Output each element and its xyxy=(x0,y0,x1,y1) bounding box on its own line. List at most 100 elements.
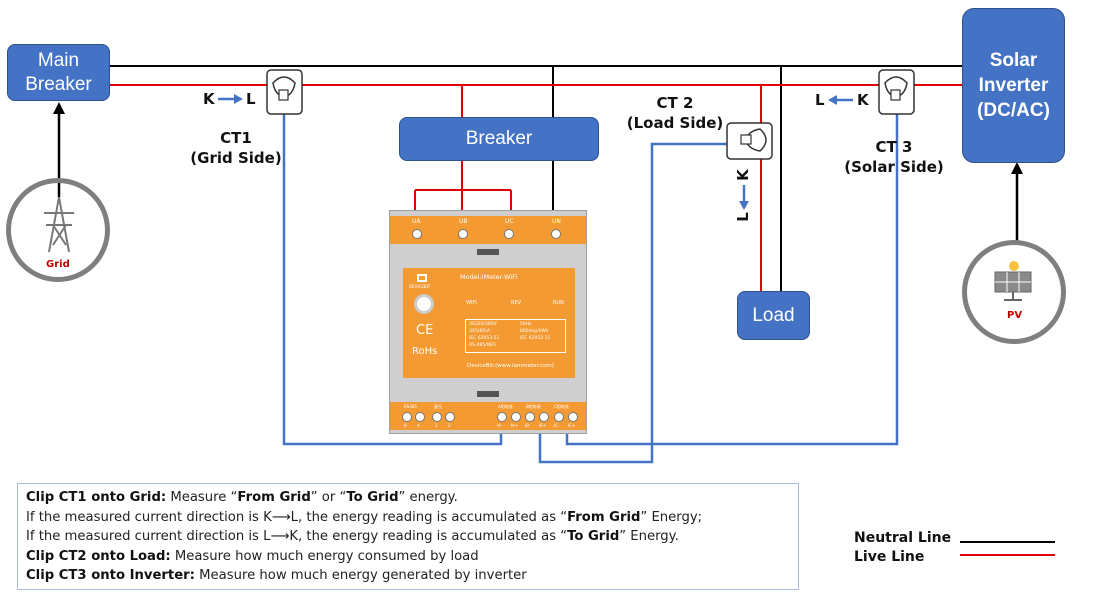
ct3-l-label: L xyxy=(815,91,825,109)
terminal-b xyxy=(402,412,412,422)
spec-iec-2: IEC 62052-11 xyxy=(520,336,551,341)
main-breaker-label-line2: Breaker xyxy=(25,73,92,95)
energy-meter: UA UB UC UN DEVICEBIT Model:iMeter-WiFi … xyxy=(389,210,587,434)
ct3-subtitle: (Solar Side) xyxy=(844,158,944,176)
note-line-2: If the measured current direction is K⟶L… xyxy=(26,508,790,528)
terminal-ua xyxy=(412,229,422,239)
main-breaker-box: Main Breaker xyxy=(7,44,110,101)
ct3-title: CT 3 xyxy=(875,138,913,156)
ce-mark: CE xyxy=(416,323,434,338)
note-line-2-c: ” Energy; xyxy=(640,509,703,525)
note-line-4-a: Measure how much energy consumed by load xyxy=(170,548,479,564)
note-line-1-d: ” energy. xyxy=(398,490,458,505)
legend-neutral-label: Neutral Line xyxy=(854,530,952,546)
brand-logo-icon xyxy=(417,274,427,282)
ct3-label: CT 3 (Solar Side) xyxy=(843,137,945,177)
note-line-3-c: ” Energy. xyxy=(619,529,679,545)
main-breaker-label-line1: Main xyxy=(37,49,80,71)
terminal-label-2: 2 xyxy=(448,423,451,428)
spec-voltage: 3X220/380V xyxy=(469,322,497,327)
meter-model: Model:iMeter-WiFi xyxy=(460,273,518,281)
instructions-box: Clip CT1 onto Grid: Measure “From Grid” … xyxy=(17,483,799,590)
terminal-ub xyxy=(458,229,468,239)
load-box: Load xyxy=(737,291,810,340)
ct1-k-label: K xyxy=(203,90,215,108)
pv-label: PV xyxy=(1007,310,1023,321)
group-label-c: C相电流 xyxy=(554,404,569,409)
solar-panel-icon-overlay xyxy=(994,261,1032,301)
ct2-clamp xyxy=(726,122,773,160)
legend-live-label: Live Line xyxy=(854,549,925,565)
meter-slot-top xyxy=(477,249,499,255)
solar-inverter-label-line2: Inverter xyxy=(978,75,1049,96)
ct2-title: CT 2 xyxy=(656,94,694,112)
ct2-label: CT 2 (Load Side) xyxy=(624,93,726,133)
terminal-a xyxy=(415,412,425,422)
power-tower-icon-overlay xyxy=(44,183,74,253)
note-line-5-a: Measure how much energy generated by inv… xyxy=(194,568,527,584)
terminal-uc xyxy=(504,229,514,239)
ct2-subtitle: (Load Side) xyxy=(626,114,724,132)
terminal-label-ib-plus: IB+ xyxy=(539,423,547,428)
live-line xyxy=(110,84,963,292)
group-label-a: A相电流 xyxy=(498,404,513,409)
note-line-1-a: Measure “ xyxy=(166,490,238,505)
terminal-ib-minus xyxy=(525,412,535,422)
main-breaker-arrowhead xyxy=(53,102,65,114)
note-line-4: Clip CT2 onto Load: Measure how much ene… xyxy=(26,547,790,567)
meter-bottom-strip: RS485 复位 A相电流 B相电流 C相电流 B A 1 2 IA- IA+ … xyxy=(390,402,586,430)
note-line-1-c: ” or “ xyxy=(310,490,347,505)
ct1-l-label: L xyxy=(246,90,256,108)
note-line-3-bold: To Grid xyxy=(567,529,620,545)
load-label: Load xyxy=(752,304,795,326)
grid-label: Grid xyxy=(46,259,70,270)
ct1-subtitle: (Grid Side) xyxy=(190,149,282,167)
indicator-rev: REV xyxy=(511,300,522,306)
meter-slot-bottom xyxy=(477,391,499,397)
note-line-3: If the measured current direction is L⟶K… xyxy=(26,527,790,547)
ct1-label: CT1 (Grid Side) xyxy=(186,128,286,168)
terminal-ia-minus xyxy=(497,412,507,422)
note-line-5: Clip CT3 onto Inverter: Measure how much… xyxy=(26,566,790,586)
indicator-run: RUN xyxy=(553,300,564,306)
terminal-1 xyxy=(432,412,442,422)
ct3-direction-arrowhead xyxy=(828,95,837,105)
terminal-ib-plus xyxy=(539,412,549,422)
note-line-1-from-grid: From Grid xyxy=(237,490,311,505)
spec-current: 3X5(60)A xyxy=(469,329,491,334)
breaker-label: Breaker xyxy=(465,128,533,149)
spec-iec-1: IEC 62053-21 xyxy=(469,336,500,341)
terminal-ic-plus xyxy=(568,412,578,422)
terminal-2 xyxy=(445,412,455,422)
ct2-k-label: K xyxy=(733,169,752,181)
note-line-1: Clip CT1 onto Grid: Measure “From Grid” … xyxy=(26,488,790,508)
terminal-label-ib-minus: IB- xyxy=(525,423,531,428)
spec-imp: 800imp/kWh xyxy=(520,329,549,334)
terminal-label-ua: UA xyxy=(412,218,421,225)
terminal-label-ic-minus: IC- xyxy=(554,423,560,428)
terminal-label-uc: UC xyxy=(505,218,514,225)
terminal-label-ic-plus: IC+ xyxy=(568,423,576,428)
breaker-box: Breaker xyxy=(399,117,599,161)
spec-comm: RS-485/WiFi xyxy=(469,343,496,348)
spec-box: 3X220/380V 50Hz 3X5(60)A 800imp/kWh IEC … xyxy=(465,319,566,353)
solar-inverter-label-line1: Solar xyxy=(989,50,1038,71)
meter-website: DeviceBit:(www.iammeter.com) xyxy=(467,363,554,369)
terminal-un xyxy=(551,229,561,239)
terminal-label-ub: UB xyxy=(459,218,468,225)
ct3-k-label: K xyxy=(857,91,869,109)
group-label-reset: 复位 xyxy=(434,404,442,409)
note-line-4-bold: Clip CT2 onto Load: xyxy=(26,548,171,564)
note-line-1-bold: Clip CT1 onto Grid: xyxy=(26,490,167,505)
pv-circle xyxy=(962,240,1066,344)
note-line-2-bold: From Grid xyxy=(567,509,641,525)
terminal-label-ia-plus: IA+ xyxy=(511,423,519,428)
meter-front-panel: DEVICEBIT Model:iMeter-WiFi CE RoHs WIFI… xyxy=(403,268,575,378)
terminal-label-un: UN xyxy=(552,218,561,225)
group-label-rs485: RS485 xyxy=(404,404,417,409)
note-line-3-a: If the measured current direction is L⟶K… xyxy=(26,529,568,545)
ct1-clamp xyxy=(266,69,303,115)
terminal-label-b: B xyxy=(404,423,407,428)
terminal-ia-plus xyxy=(511,412,521,422)
